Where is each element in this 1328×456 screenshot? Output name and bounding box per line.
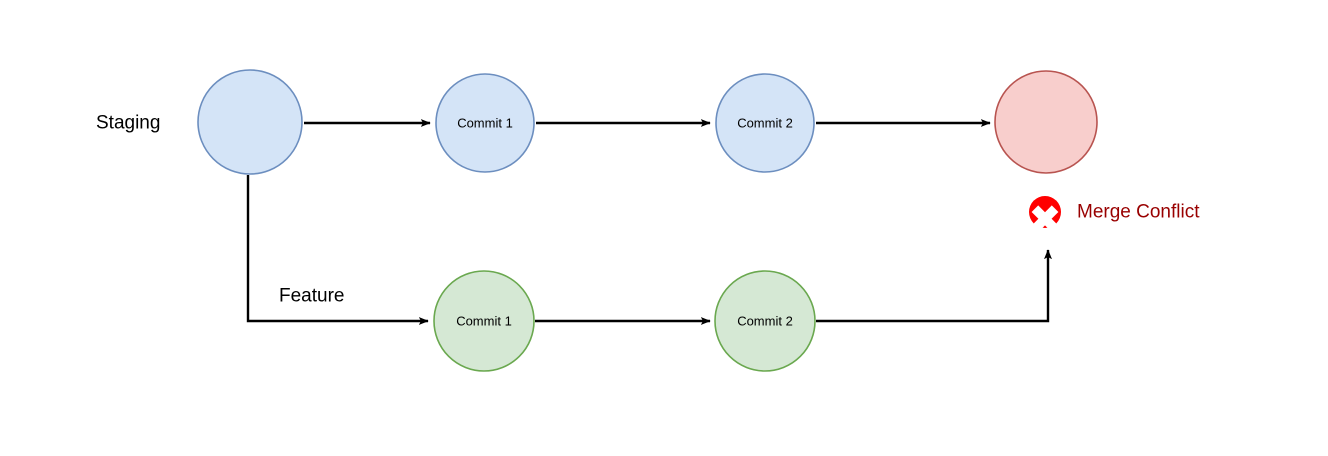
staging-root-circle[interactable] <box>197 69 303 175</box>
node-feature-commit-1[interactable]: Commit 1 <box>433 270 535 372</box>
feature-commit-2-circle[interactable] <box>714 270 816 372</box>
feature-branch-label: Feature <box>279 286 344 307</box>
staging-branch-label: Staging <box>96 113 160 134</box>
node-staging-commit-1[interactable]: Commit 1 <box>435 73 535 173</box>
merge-conflict-icon-circle <box>1029 196 1061 228</box>
edge-feature-commit2-to-merge-conflict <box>816 249 1052 323</box>
staging-commit-1-label: Commit 1 <box>457 116 513 131</box>
staging-commit-2-label: Commit 2 <box>737 116 793 131</box>
node-staging-merge-target[interactable] <box>994 70 1098 174</box>
staging-branch-group: Staging Commit 1 Commit 2 <box>96 69 1098 175</box>
staging-commit-2-circle[interactable] <box>715 73 815 173</box>
merge-conflict-group: Merge Conflict <box>1029 196 1200 233</box>
node-feature-commit-2[interactable]: Commit 2 <box>714 270 816 372</box>
feature-commit-1-circle[interactable] <box>433 270 535 372</box>
staging-commit-1-circle[interactable] <box>435 73 535 173</box>
feature-branch-group: Feature Commit 1 Commit 2 <box>279 270 816 372</box>
merge-conflict-error-icon <box>1029 196 1061 233</box>
edge-staging-root-to-feature-branch <box>246 175 429 325</box>
node-staging-root[interactable] <box>197 69 303 175</box>
feature-commit-2-label: Commit 2 <box>737 314 793 329</box>
merge-conflict-icon-cross <box>1031 205 1059 233</box>
node-staging-commit-2[interactable]: Commit 2 <box>715 73 815 173</box>
staging-merge-target-circle[interactable] <box>994 70 1098 174</box>
merge-conflict-text: Merge Conflict <box>1077 202 1200 223</box>
edges-layer <box>246 119 1052 325</box>
feature-commit-1-label: Commit 1 <box>456 314 512 329</box>
